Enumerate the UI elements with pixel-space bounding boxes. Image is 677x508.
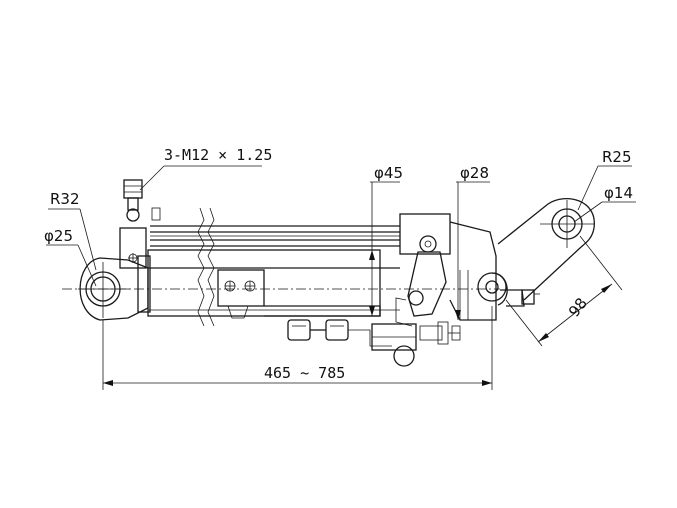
hook bbox=[477, 272, 540, 307]
dimension-98 bbox=[505, 235, 623, 347]
thread-label: 3-M12 × 1.25 bbox=[164, 146, 272, 164]
leader-thread bbox=[139, 165, 262, 191]
d45-label: φ45 bbox=[374, 164, 403, 182]
length-label: 465 ~ 785 bbox=[264, 364, 345, 382]
leader-right-eye bbox=[573, 165, 636, 223]
threaded-fitting bbox=[119, 179, 161, 269]
dim98-label: 98 bbox=[565, 294, 591, 320]
d28-label: φ28 bbox=[460, 164, 489, 182]
d14-label: φ14 bbox=[604, 184, 633, 202]
hydraulic-pipes bbox=[150, 225, 400, 247]
dimension-d45 bbox=[369, 181, 400, 316]
lower-connectors bbox=[287, 319, 392, 347]
leader-left-eye bbox=[46, 208, 97, 287]
r32-label: R32 bbox=[50, 190, 80, 208]
r25-label: R25 bbox=[602, 148, 632, 166]
valve-assembly bbox=[371, 213, 497, 367]
d25-label: φ25 bbox=[44, 227, 73, 245]
dimension-d28 bbox=[455, 181, 490, 320]
break-lines bbox=[197, 207, 215, 327]
mounting-block bbox=[217, 269, 381, 319]
link-arm bbox=[497, 197, 595, 301]
dimension-length bbox=[102, 306, 493, 390]
